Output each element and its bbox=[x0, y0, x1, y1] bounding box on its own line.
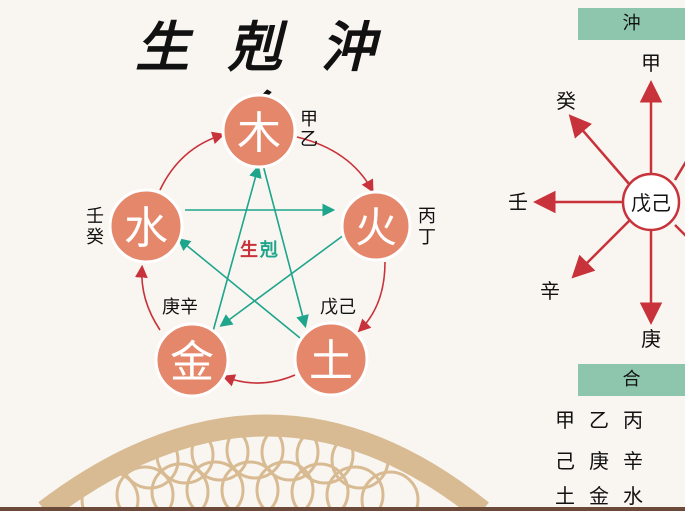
node-wood: 木 bbox=[221, 93, 297, 169]
node-water: 水 bbox=[108, 188, 184, 264]
chong-bottom-label: 庚 bbox=[641, 327, 661, 351]
stems-wood-2: 乙 bbox=[300, 129, 318, 150]
he-cell: 土 bbox=[555, 484, 575, 508]
chong-arrow-lower-left bbox=[571, 219, 631, 279]
he-cell: 水 bbox=[623, 484, 643, 508]
ke-arrow-earth-water bbox=[177, 237, 301, 339]
ke-arrow-fire-metal bbox=[219, 231, 349, 327]
sheng-arrow-metal-water bbox=[135, 264, 161, 331]
he-cell: 丙 bbox=[623, 408, 643, 432]
center-ke-label: 剋 bbox=[259, 239, 278, 261]
chong-center-circle bbox=[621, 172, 681, 232]
chong-arrow-upper-left bbox=[568, 114, 631, 186]
he-cell: 金 bbox=[589, 484, 609, 508]
stems-water-2: 癸 bbox=[86, 227, 104, 248]
sheng-arrow-earth-metal bbox=[221, 374, 296, 387]
chong-diagram: 戊己 甲 癸 壬 辛 庚 bbox=[508, 51, 685, 351]
chong-top-label: 甲 bbox=[641, 51, 661, 75]
he-row: 己庚辛 bbox=[555, 445, 657, 474]
he-cell: 己 bbox=[555, 449, 575, 473]
svg-text:水: 水 bbox=[124, 203, 168, 254]
he-row: 土金水 bbox=[555, 480, 657, 509]
he-cell: 乙 bbox=[589, 408, 609, 432]
chong-upper-left-label: 癸 bbox=[556, 89, 576, 113]
stems-metal: 庚辛 bbox=[162, 297, 198, 318]
chong-lower-left-label: 辛 bbox=[540, 279, 560, 303]
ke-arrow-metal-wood bbox=[211, 164, 262, 336]
node-metal: 金 bbox=[154, 322, 230, 398]
stems-earth: 戊己 bbox=[320, 297, 356, 318]
node-earth: 土 bbox=[293, 321, 369, 397]
svg-text:土: 土 bbox=[309, 336, 353, 387]
stems-fire-1: 丙 bbox=[418, 206, 436, 227]
svg-text:木: 木 bbox=[237, 108, 281, 159]
stems-fire-2: 丁 bbox=[418, 227, 436, 248]
chong-header: 沖 bbox=[578, 8, 685, 40]
ke-arrow-wood-earth bbox=[262, 164, 309, 329]
svg-text:金: 金 bbox=[170, 337, 214, 388]
chong-left-label: 壬 bbox=[508, 190, 528, 214]
svg-text:火: 火 bbox=[355, 203, 397, 252]
he-row: 甲乙丙 bbox=[555, 404, 657, 433]
he-header: 合 bbox=[578, 364, 685, 396]
sheng-arrow-wood-fire bbox=[296, 136, 374, 193]
wuxing-diagram: 木 火 土 金 水 甲 乙 丙 丁 戊己 庚辛 壬 癸 生 剋 bbox=[86, 93, 436, 398]
sheng-arrow-water-wood bbox=[159, 131, 226, 191]
he-cell: 庚 bbox=[589, 449, 609, 473]
he-cell: 辛 bbox=[623, 449, 643, 473]
stems-wood-1: 甲 bbox=[300, 109, 318, 130]
he-cell: 甲 bbox=[555, 408, 575, 432]
sheng-arrow-fire-earth bbox=[357, 261, 386, 333]
center-sheng-label: 生 bbox=[240, 239, 258, 261]
node-fire: 火 bbox=[340, 190, 412, 262]
chong-center-label: 戊己 bbox=[631, 191, 671, 215]
stems-water-1: 壬 bbox=[86, 206, 104, 227]
